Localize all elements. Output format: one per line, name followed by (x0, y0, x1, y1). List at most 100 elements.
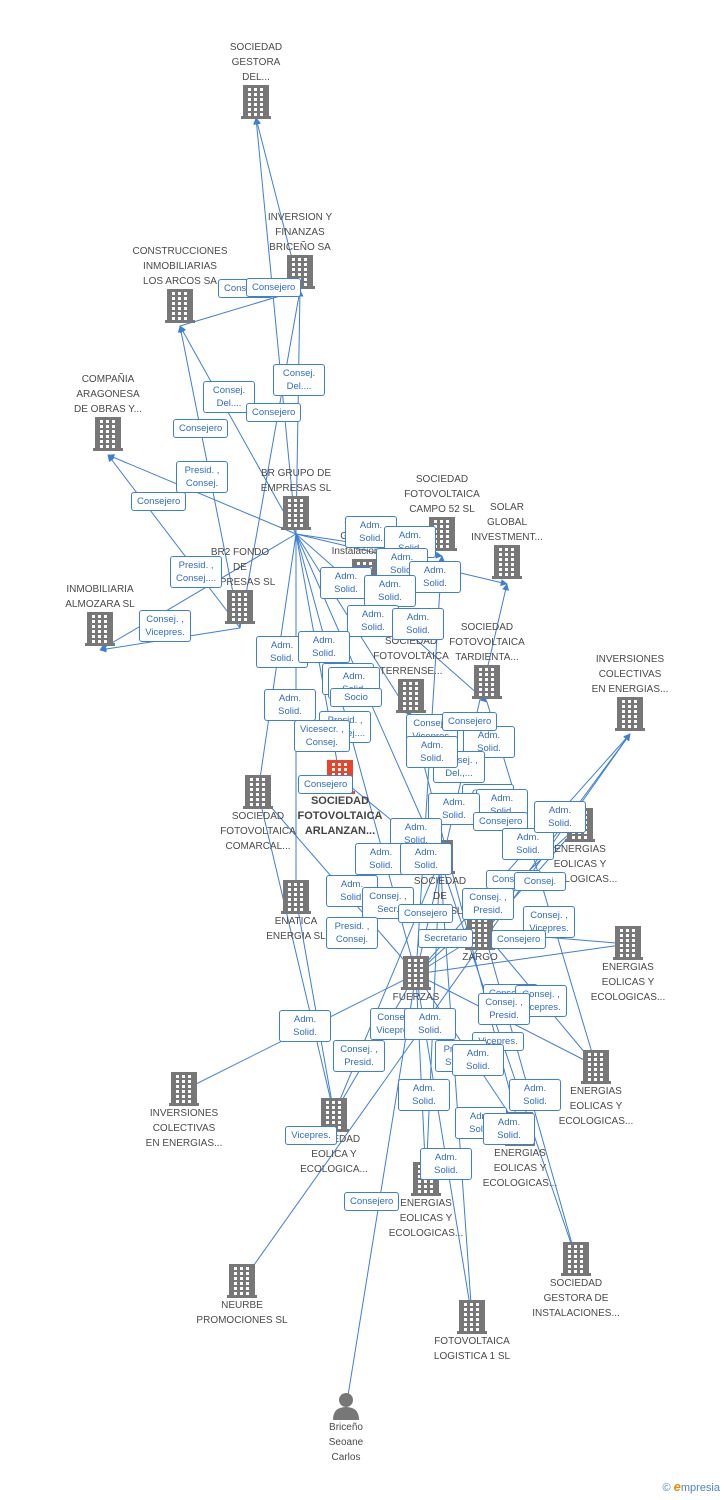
edge-enatica-eolica (295, 897, 337, 1115)
node-person[interactable]: Briceño Seoane Carlos (281, 1392, 411, 1465)
relationship-label[interactable]: Vicepres. (285, 1126, 337, 1145)
relationship-label[interactable]: Consejero (246, 403, 302, 422)
node-gestora_bottom[interactable]: SOCIEDAD GESTORA DE INSTALACIONES... (511, 1242, 641, 1321)
relationship-label[interactable]: Adm. Solid. (320, 567, 372, 599)
relationship-label[interactable]: Consejero (344, 1192, 400, 1211)
brand-footer[interactable]: © empresia (662, 1479, 720, 1494)
relationship-label[interactable]: Presid. , Consej.... (170, 556, 223, 588)
edge-fuerzas-energias2 (415, 941, 629, 975)
brand-name: mpresia (680, 1482, 720, 1494)
node-gestora_top[interactable]: SOCIEDAD GESTORA DEL... (191, 40, 321, 119)
node-label: ENERGIAS EOLICAS Y ECOLOGICAS... (558, 1086, 634, 1127)
copyright-symbol: © (662, 1482, 671, 1494)
person-icon (333, 1393, 359, 1420)
relationship-label[interactable]: Consejero (473, 812, 529, 831)
node-logistica[interactable]: FOTOVOLTAICA LOGISTICA 1 SL (407, 1300, 537, 1364)
relationship-label[interactable]: Adm. Solid. (534, 801, 586, 833)
relationship-label[interactable]: Consej. , Presid. (333, 1040, 385, 1072)
relationship-label[interactable]: Presid. , Consej. (176, 461, 228, 493)
relationship-label[interactable]: Socio (330, 688, 382, 707)
relationship-label[interactable]: Consej. (514, 872, 566, 891)
relationship-label[interactable]: Adm. Solid. (483, 1113, 535, 1145)
node-br_grupo[interactable]: BR GRUPO DE EMPRESAS SL (231, 466, 361, 530)
relationship-label[interactable]: Consej. , Vicepres. (139, 610, 191, 642)
building-icon (615, 697, 645, 731)
node-enatica[interactable]: ENATICA ENERGIA SL (231, 880, 361, 944)
relationship-label[interactable]: Adm. Solid. (355, 843, 407, 875)
node-tardienta[interactable]: SOCIEDAD FOTOVOLTAICA TARDIENTA... (422, 620, 552, 699)
node-neurbe[interactable]: NEURBE PROMOCIONES SL (177, 1264, 307, 1328)
relationship-label[interactable]: Adm. Solid. (502, 828, 554, 860)
node-br2_fondo[interactable]: BR2 FONDO DE EMPRESAS SL (175, 545, 305, 624)
relationship-label[interactable]: Adm. Solid. (392, 608, 444, 640)
node-label: Briceño Seoane Carlos (328, 1422, 364, 1463)
relationship-label[interactable]: Consej. , Presid. (462, 888, 514, 920)
relationship-label[interactable]: Consejero (491, 930, 547, 949)
node-label: SOCIEDAD FOTOVOLTAICA COMARCAL... (220, 811, 296, 852)
building-icon (281, 880, 311, 914)
relationship-label[interactable]: Consej. , Presid. (478, 993, 530, 1025)
relationship-label[interactable]: Consejero (298, 775, 354, 794)
node-aragonesa[interactable]: COMPAÑIA ARAGONESA DE OBRAS Y... (43, 372, 173, 451)
relationship-label[interactable]: Adm. Solid. (264, 689, 316, 721)
relationship-label[interactable]: Consejero (442, 712, 498, 731)
relationship-label[interactable]: Adm. Solid. (400, 843, 452, 875)
relationship-label[interactable]: Consej. Del.... (273, 364, 325, 396)
building-icon (241, 85, 271, 119)
relationship-label[interactable]: Consejero (131, 492, 187, 511)
node-label: ENERGIAS EOLICAS Y ECOLOGICAS... (388, 1198, 464, 1239)
edge-br2_fondo-inversion_finanzas (239, 289, 303, 629)
relationship-label[interactable]: Adm. Solid. (409, 561, 461, 593)
node-label: SOCIEDAD FOTOVOLTAICA TERRENSE... (373, 636, 449, 677)
node-label: ENERGIAS EOLICAS Y ECOLOGICAS... (482, 1148, 558, 1189)
edge-br_grupo-construcciones (179, 325, 297, 535)
relationship-label[interactable]: Adm. Solid. (452, 1044, 504, 1076)
node-fuerzas[interactable]: FUERZAS (351, 956, 481, 1005)
node-label: INMOBILIARIA ALMOZARA SL (65, 584, 135, 610)
node-label: NEURBE PROMOCIONES SL (196, 1300, 288, 1326)
edge-comarcal-eolica (257, 791, 336, 1115)
relationship-label[interactable]: Consejero (173, 419, 229, 438)
relationship-label[interactable]: Vicesecr. , Consej. (294, 720, 350, 752)
node-label: BR2 FONDO DE EMPRESAS SL (204, 547, 276, 588)
building-icon (581, 1050, 611, 1084)
node-label: ZARGO (462, 952, 498, 963)
node-label: ENERGIAS EOLICAS Y ECOLOGICAS... (542, 844, 618, 885)
node-label: FOTOVOLTAICA LOGISTICA 1 SL (433, 1336, 511, 1362)
edge-br2_fondo-aragonesa (107, 454, 241, 629)
relationship-label[interactable]: Adm. Solid. (404, 1008, 456, 1040)
building-icon (613, 926, 643, 960)
relationship-label[interactable]: Adm. Solid. (364, 575, 416, 607)
building-icon (472, 665, 502, 699)
building-icon (165, 289, 195, 323)
node-construcciones[interactable]: CONSTRUCCIONES INMOBILIARIAS LOS ARCOS S… (115, 244, 245, 323)
node-label: SOCIEDAD FOTOVOLTAICA CAMPO 52 SL (404, 474, 480, 515)
relationship-label[interactable]: Adm. Solid. (279, 1010, 331, 1042)
relationship-label[interactable]: Consejero (246, 278, 302, 297)
relationship-label[interactable]: Secretario (418, 929, 474, 948)
node-energias3[interactable]: ENERGIAS EOLICAS Y ECOLOGICAS... (531, 1050, 661, 1129)
relationship-label[interactable]: Adm. Solid. (509, 1079, 561, 1111)
building-icon (561, 1242, 591, 1276)
relationship-label[interactable]: Adm. Solid. (406, 736, 458, 768)
node-terrense[interactable]: SOCIEDAD FOTOVOLTAICA TERRENSE... (346, 634, 476, 713)
building-icon (457, 1300, 487, 1334)
node-inv_colectivas_l[interactable]: INVERSIONES COLECTIVAS EN ENERGIAS... (119, 1072, 249, 1151)
relationship-label[interactable]: Adm. Solid. (428, 793, 480, 825)
node-solar_global[interactable]: SOLAR GLOBAL INVESTMENT... (442, 500, 572, 579)
node-label: INVERSIONES COLECTIVAS EN ENERGIAS... (591, 654, 669, 695)
building-icon (93, 417, 123, 451)
node-almozara[interactable]: INMOBILIARIA ALMOZARA SL (35, 582, 165, 646)
node-inv_colectivas_r[interactable]: INVERSIONES COLECTIVAS EN ENERGIAS... (565, 652, 695, 731)
relationship-label[interactable]: Adm. Solid. (420, 1148, 472, 1180)
node-arlanzan[interactable]: SOCIEDAD FOTOVOLTAICA ARLANZAN... (275, 760, 405, 839)
node-energias2[interactable]: ENERGIAS EOLICAS Y ECOLOGICAS... (563, 926, 693, 1005)
node-label: SOCIEDAD FOTOVOLTAICA ARLANZAN... (297, 795, 383, 837)
building-icon (492, 545, 522, 579)
node-comarcal[interactable]: SOCIEDAD FOTOVOLTAICA COMARCAL... (193, 775, 323, 854)
relationship-label[interactable]: Presid. , Consej. (326, 917, 378, 949)
relationship-label[interactable]: Adm. Solid. (347, 605, 399, 637)
relationship-label[interactable]: Adm. Solid. (398, 1079, 450, 1111)
relationship-label[interactable]: Adm. Solid. (298, 631, 350, 663)
relationship-label[interactable]: Consejero (398, 904, 454, 923)
